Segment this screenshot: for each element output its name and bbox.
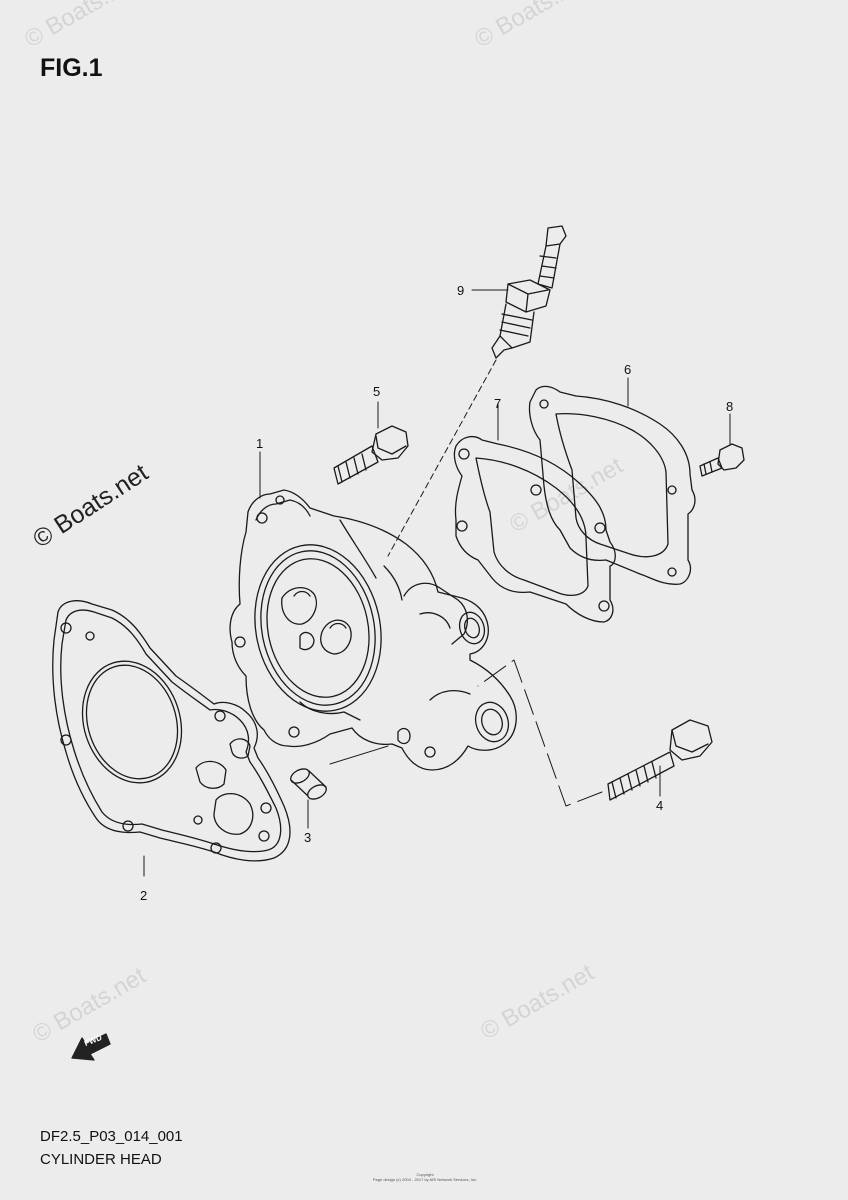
callout-part-7: 7 <box>494 396 502 411</box>
callout-part-3: 3 <box>304 830 312 845</box>
callout-part-5: 5 <box>373 384 381 399</box>
part-2-gasket <box>52 600 291 862</box>
diagram-code: DF2.5_P03_014_001 <box>40 1128 183 1145</box>
callout-part-8: 8 <box>726 399 734 414</box>
fwd-arrow-icon <box>71 1033 111 1061</box>
part-3-dowel-pin <box>290 768 327 800</box>
callout-part-2: 2 <box>140 888 148 903</box>
figure-title: FIG.1 <box>40 54 103 82</box>
part-5-bolt <box>333 425 409 485</box>
diagram-name: CYLINDER HEAD <box>40 1151 162 1168</box>
callout-part-6: 6 <box>624 362 632 377</box>
part-1-cylinder-head <box>229 489 517 771</box>
part-7-cover-gasket <box>453 435 616 623</box>
copyright-line-2: Page design (c) 2004 - 2017 by ARI Netwo… <box>372 1177 478 1182</box>
part-6-head-cover <box>528 385 696 585</box>
callout-part-4: 4 <box>656 798 664 813</box>
copyright-line-1: Copyright <box>416 1172 434 1177</box>
part-4-long-bolt <box>607 719 713 801</box>
part-9-spark-plug <box>491 225 567 359</box>
callout-part-1: 1 <box>256 436 264 451</box>
leader-lines <box>143 289 731 877</box>
copyright-notice: Copyright Page design (c) 2004 - 2017 by… <box>340 1172 510 1182</box>
callout-part-9: 9 <box>457 283 465 298</box>
part-8-small-bolt <box>699 443 745 477</box>
